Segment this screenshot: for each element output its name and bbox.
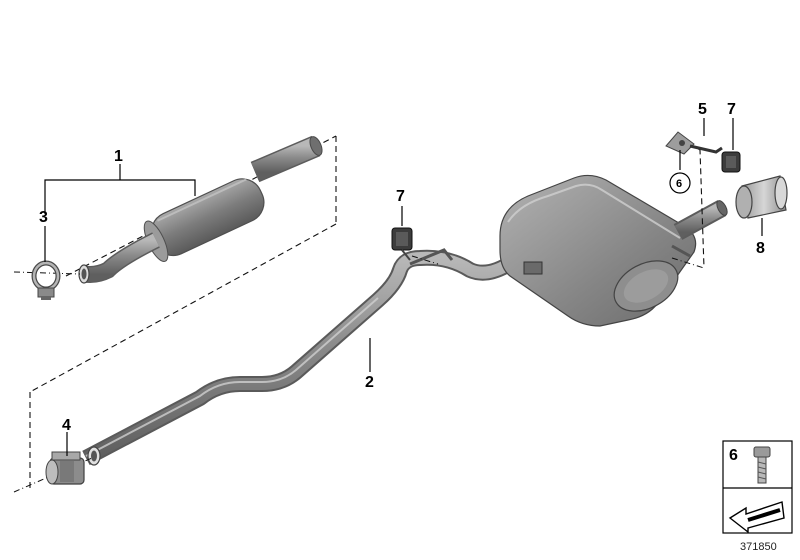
callout-4: 4 (62, 417, 71, 434)
bracket-part (665, 118, 723, 170)
rubber-mount-rear-part (721, 118, 741, 173)
circled-ref-6: 6 (669, 172, 691, 194)
rubber-mount-center-part (391, 206, 413, 261)
rear-muffler-assembly (499, 143, 728, 327)
callout-2: 2 (365, 374, 374, 391)
callout-3: 3 (39, 209, 48, 226)
direction-arrow-icon (728, 501, 785, 534)
front-muffler-assembly (13, 135, 337, 393)
legend-box: 6 (722, 440, 793, 534)
callout-5: 5 (698, 101, 707, 118)
callout-8: 8 (756, 240, 765, 257)
clamp-front-part (31, 260, 61, 300)
circled-ref-6-label: 6 (676, 178, 682, 190)
tail-trim-part (735, 175, 788, 236)
callout-7-center: 7 (396, 188, 405, 205)
callout-1: 1 (114, 148, 123, 165)
document-number: 371850 (740, 541, 777, 553)
callout-7-rear: 7 (727, 101, 736, 118)
legend-number-6: 6 (729, 447, 738, 464)
clamp-rear-part (45, 451, 85, 485)
center-hanger (409, 248, 454, 266)
center-pipe-assembly (13, 248, 517, 493)
bolt-icon (753, 446, 771, 484)
